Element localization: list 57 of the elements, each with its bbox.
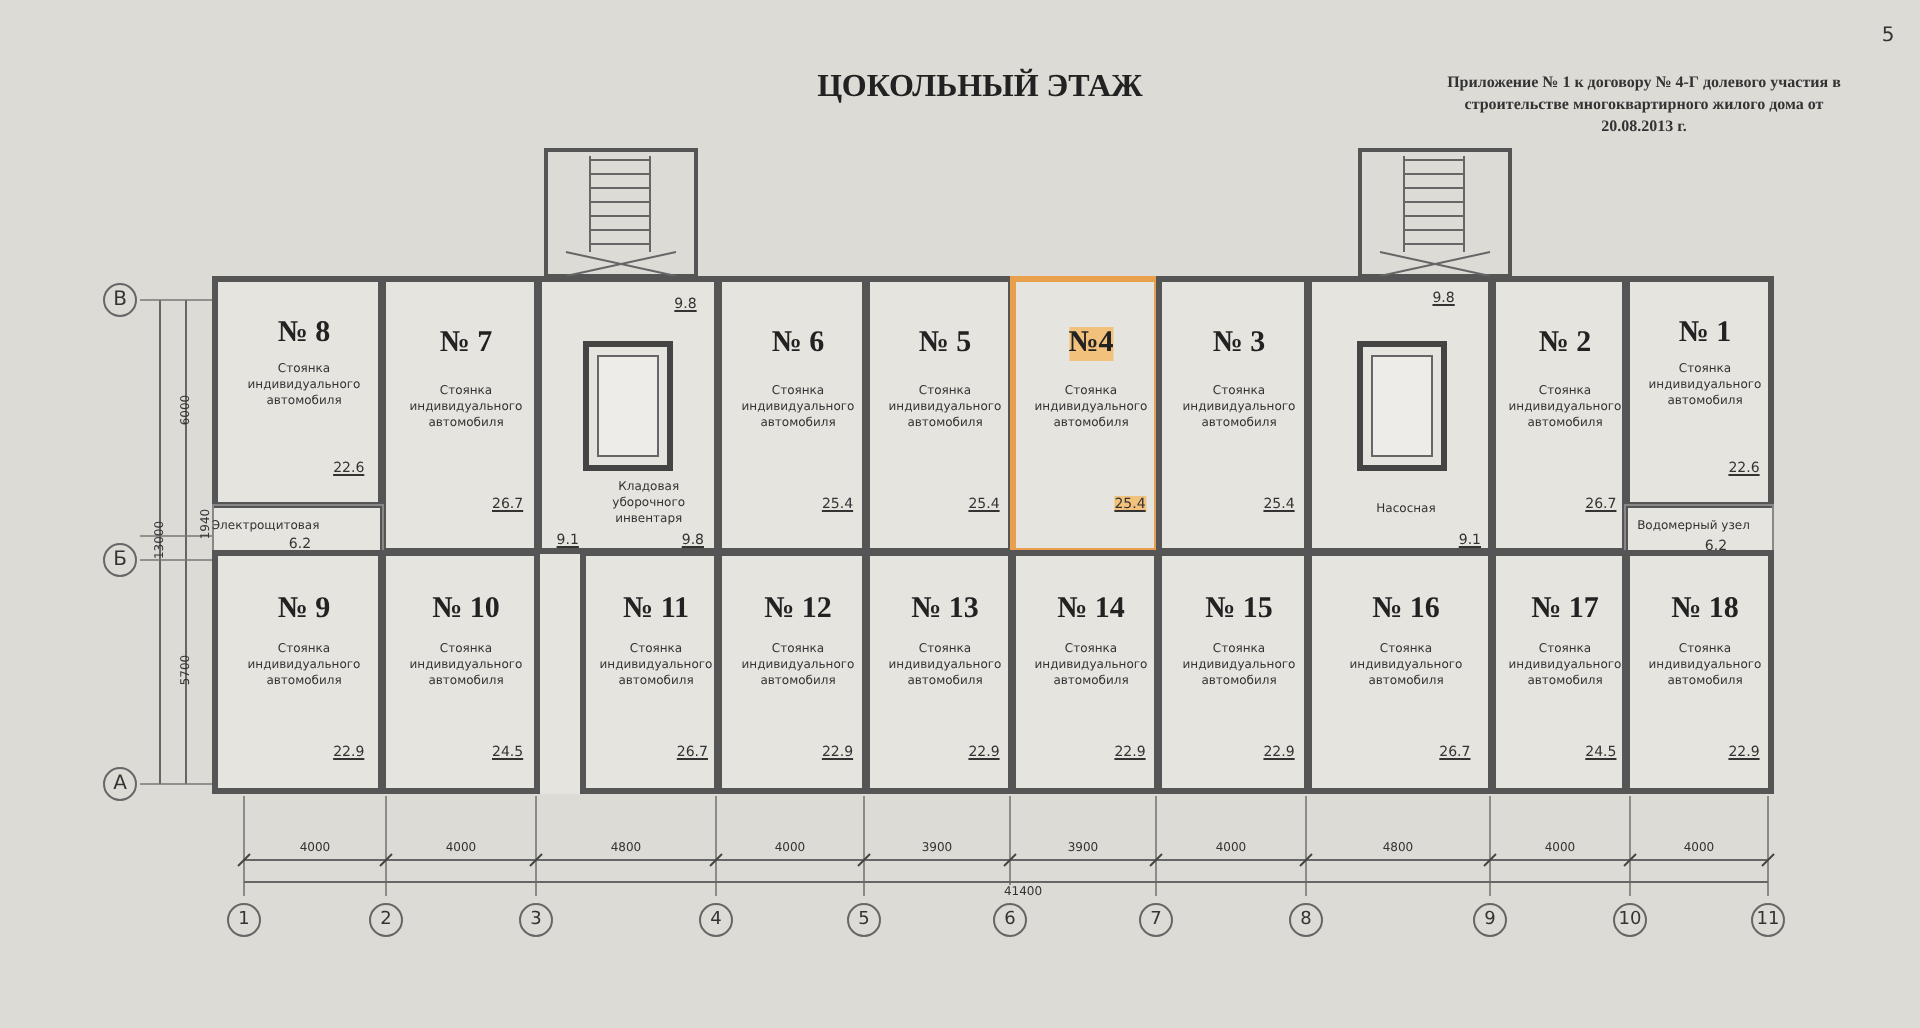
parking-space	[380, 550, 540, 794]
axis-label: А	[113, 773, 127, 795]
room-number: № 11	[623, 592, 689, 627]
room-number: №4	[1068, 326, 1114, 361]
parking-space	[1306, 550, 1494, 794]
room-number: № 6	[771, 326, 825, 361]
parking-space	[1490, 276, 1628, 554]
room-number: № 18	[1671, 592, 1739, 627]
axis-label: 11	[1756, 910, 1780, 930]
room-number: № 3	[1212, 326, 1266, 361]
parking-space	[716, 276, 868, 554]
axis-label: 8	[1300, 910, 1312, 930]
parking-space	[1010, 550, 1160, 794]
parking-space	[864, 550, 1014, 794]
room-number: № 16	[1372, 592, 1440, 627]
room-number: № 7	[439, 326, 493, 361]
axis-label: В	[113, 289, 127, 311]
axis-label: 7	[1150, 910, 1162, 930]
room-number: № 10	[432, 592, 500, 627]
room-number: № 9	[277, 592, 331, 627]
room-number: № 1	[1678, 316, 1732, 351]
page-number: 5	[1881, 25, 1895, 47]
utility-room	[212, 504, 384, 554]
parking-space	[716, 550, 868, 794]
room-number: № 12	[764, 592, 832, 627]
parking-space	[212, 276, 384, 508]
room-number: № 17	[1531, 592, 1599, 627]
axis-label: 4	[710, 910, 722, 930]
axis-label: Б	[113, 549, 127, 571]
room-number: № 2	[1538, 326, 1592, 361]
axis-label: 6	[1004, 910, 1016, 930]
room-number: № 13	[911, 592, 979, 627]
parking-space	[580, 550, 720, 794]
parking-space	[1156, 276, 1310, 554]
axis-label: 2	[380, 910, 392, 930]
stair-hall	[1306, 276, 1494, 554]
parking-space	[864, 276, 1014, 554]
stair-hall	[536, 276, 720, 554]
axis-label: 5	[858, 910, 870, 930]
room-number: № 14	[1057, 592, 1125, 627]
parking-space	[1624, 550, 1774, 794]
utility-room	[1624, 504, 1774, 554]
axis-label: 3	[530, 910, 542, 930]
parking-space	[1010, 276, 1160, 554]
parking-space	[1156, 550, 1310, 794]
room-number: № 5	[918, 326, 972, 361]
plan-title: ЦОКОЛЬНЫЙ ЭТАЖ	[817, 70, 1143, 106]
appendix-note: Приложение № 1 к договору № 4-Г долевого участия в строительстве многоквартирного жилого дома от 20.08.2013 г.	[1445, 71, 1843, 137]
parking-space	[212, 550, 384, 794]
parking-space	[1624, 276, 1774, 508]
axis-label: 10	[1618, 910, 1642, 930]
room-number: № 15	[1205, 592, 1273, 627]
axis-label: 9	[1484, 910, 1496, 930]
axis-label: 1	[238, 910, 250, 930]
parking-space	[380, 276, 540, 554]
parking-space	[1490, 550, 1628, 794]
room-number: № 8	[277, 316, 331, 351]
